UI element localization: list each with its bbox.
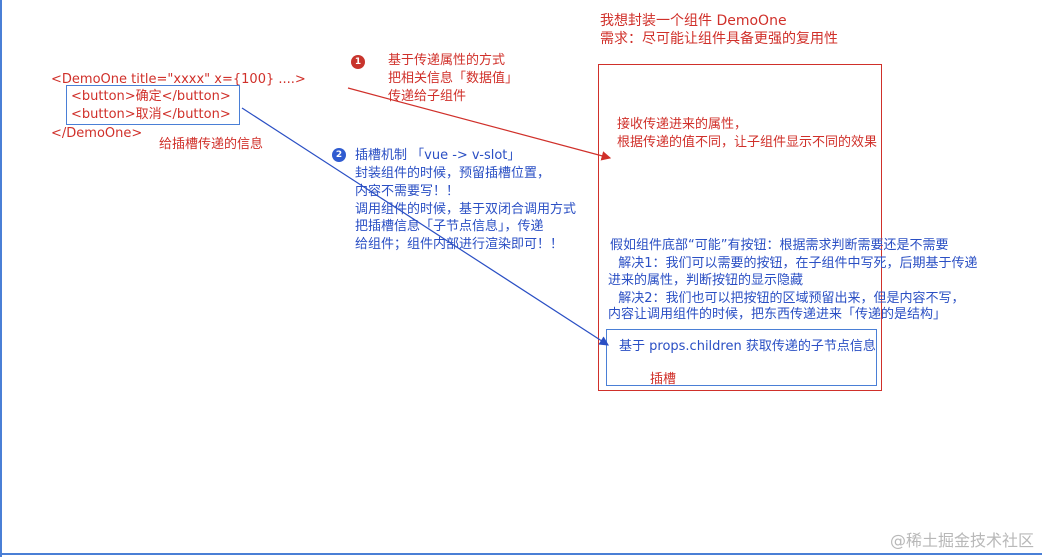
button-hypothesis-line3: 进来的属性，判断按钮的显示隐藏 [608,273,804,288]
code-button-cancel: <button>取消</button> [71,107,231,122]
code-button-confirm: <button>确定</button> [71,89,231,104]
slot-note-line3: 内容不需要写！！ [355,184,460,199]
slot-children-text: 基于 props.children 获取传递的子节点信息 [619,339,876,354]
slot-note-line2: 封装组件的时候，预留插槽位置， [355,166,551,181]
watermark-text: @稀土掘金技术社区 [889,531,1034,550]
props-note-line3: 传递给子组件 [388,89,467,104]
button-hypothesis-line2: 解决1：我们可以需要的按钮，在子组件中写死，后期基于传递 [610,256,978,271]
slot-note-line4: 调用组件的时候，基于双闭合调用方式 [355,202,577,217]
slot-note-line5: 把插槽信息「子节点信息」，传递 [355,219,544,234]
props-note-line2: 把相关信息「数据值」 [388,71,519,86]
requirement-subtitle: 需求：尽可能让组件具备更强的复用性 [600,31,838,47]
props-note-line1: 基于传递属性的方式 [388,53,506,68]
slot-content-box [66,85,240,125]
button-hypothesis-line1: 假如组件底部“可能”有按钮：根据需求判断需要还是不需要 [610,238,949,253]
slot-note-line1: 插槽机制 「vue -> v-slot」 [355,148,521,163]
code-open-tag: <DemoOne title="xxxx" x={100} ....> [51,72,306,87]
slot-label: 插槽 [650,372,677,387]
canvas-bottom-edge [0,553,1042,555]
number-2-badge: 2 [332,148,346,162]
number-1-badge: 1 [351,55,365,69]
code-close-tag: </DemoOne> [51,126,143,141]
props-receive-line2: 根据传递的值不同，让子组件显示不同的效果 [617,135,878,150]
button-hypothesis-line4: 解决2：我们也可以把按钮的区域预留出来，但是内容不写， [610,291,965,306]
button-hypothesis-line5: 内容让调用组件的时候，把东西传递进来「传递的是结构」 [608,307,947,322]
requirement-title: 我想封装一个组件 DemoOne [600,13,787,29]
slot-note-line6: 给组件；组件内部进行渲染即可！！ [355,237,564,252]
props-receive-line1: 接收传递进来的属性， [617,117,748,132]
canvas-left-edge [0,0,2,557]
slot-box [606,329,877,386]
slot-caption: 给插槽传递的信息 [159,137,264,152]
